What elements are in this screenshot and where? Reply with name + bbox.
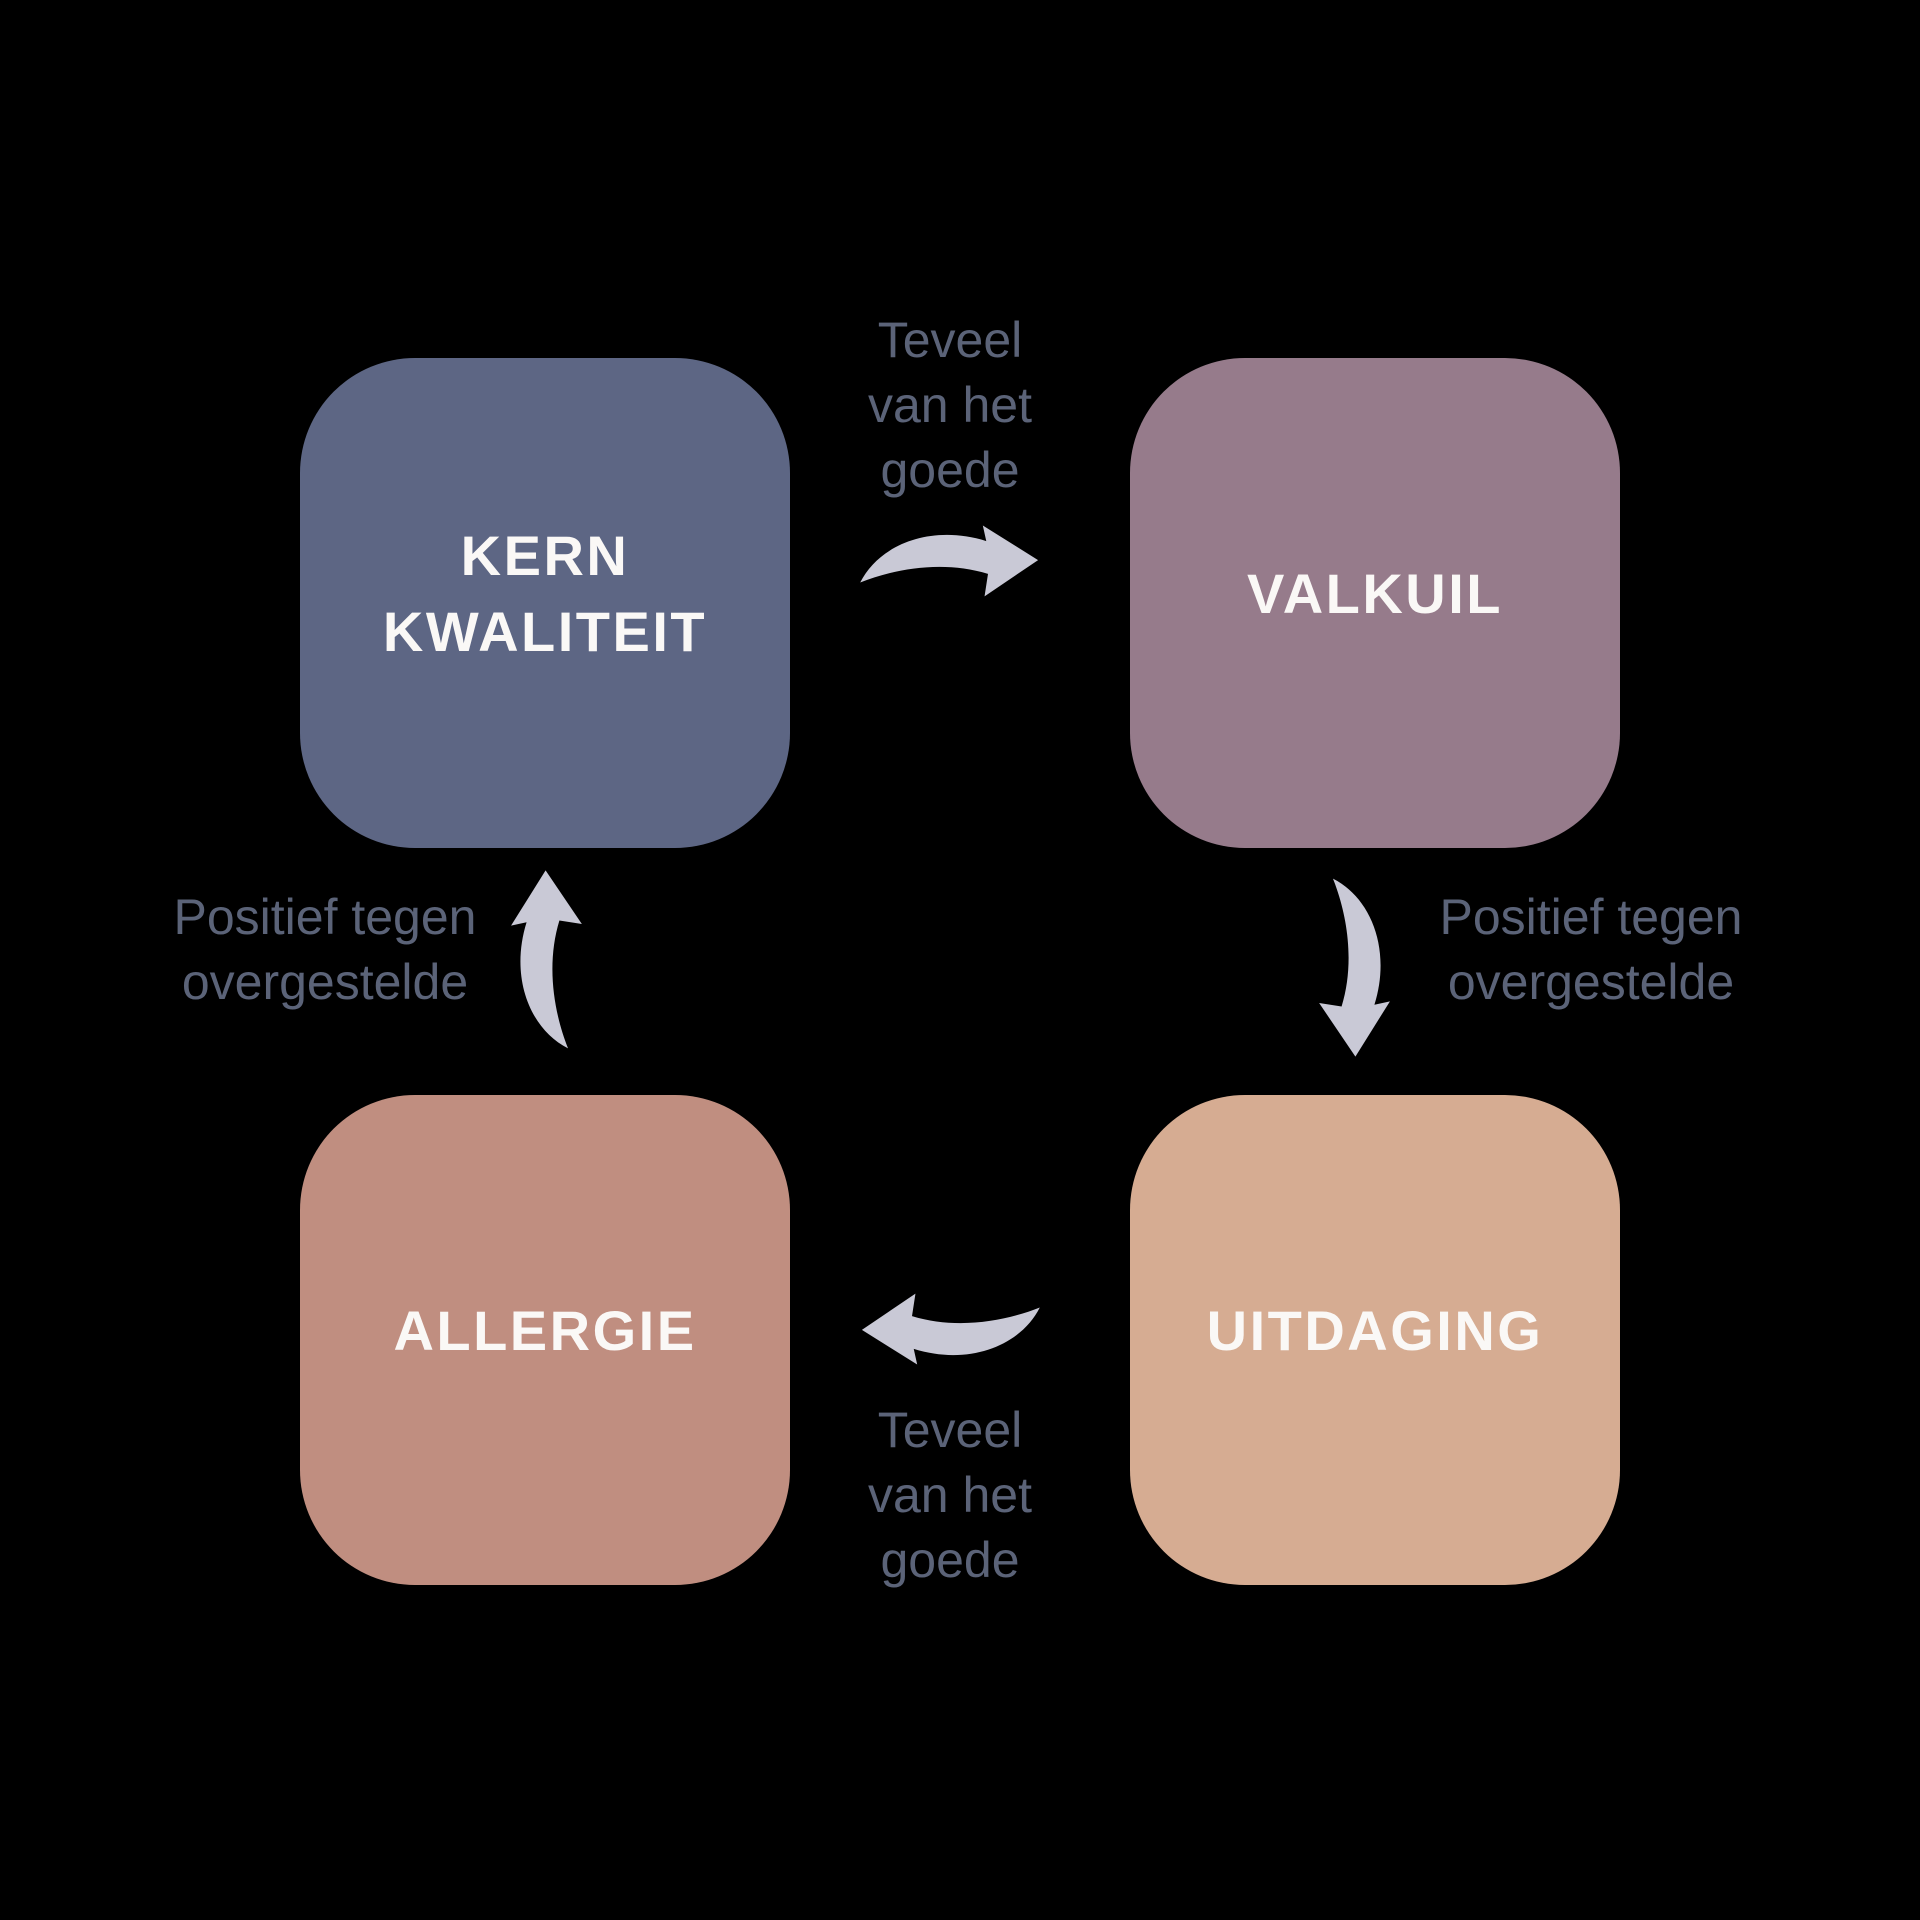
box-label-line: KWALITEIT [382, 600, 708, 663]
connector-label-line: Positief tegen [173, 889, 477, 945]
connector-label-line: Positief tegen [1439, 889, 1743, 945]
box-valkuil: VALKUIL [1130, 358, 1620, 848]
box-kernkwaliteit: KERN KWALITEIT [300, 358, 790, 848]
connector-label-line: goede [880, 442, 1020, 498]
box-label-line: UITDAGING [1206, 1299, 1544, 1363]
connector-label-valkuil-to-uitdaging: Positief tegen overgestelde [1376, 885, 1806, 1015]
curved-arrow-valkuil-to-uitdaging-icon [1319, 878, 1390, 1057]
box-valkuil-label: VALKUIL [1247, 556, 1503, 632]
curved-arrow-allergie-to-kern-icon [511, 870, 582, 1049]
connector-label-line: Teveel [877, 312, 1023, 368]
box-uitdaging: UITDAGING [1130, 1095, 1620, 1585]
box-uitdaging-label: UITDAGING [1207, 1293, 1544, 1369]
connector-label-line: overgestelde [181, 954, 469, 1010]
box-label-line: VALKUIL [1247, 562, 1503, 626]
box-allergie: ALLERGIE [300, 1095, 790, 1585]
connector-label-line: Teveel [877, 1402, 1023, 1458]
connector-label-line: van het [867, 1467, 1032, 1523]
connector-label-line: van het [867, 377, 1032, 433]
box-label-line: KERN [460, 524, 630, 588]
box-allergie-label: ALLERGIE [393, 1293, 696, 1369]
connector-label-line: goede [880, 1532, 1020, 1588]
connector-label-kern-to-valkuil: Teveel van het goede [780, 308, 1120, 503]
connector-label-allergie-to-kern: Positief tegen overgestelde [110, 885, 540, 1015]
box-label-line: ALLERGIE [393, 1299, 697, 1363]
connector-label-line: overgestelde [1447, 954, 1735, 1010]
connector-label-uitdaging-to-allergie: Teveel van het goede [780, 1398, 1120, 1593]
box-kernkwaliteit-label: KERN KWALITEIT [383, 518, 707, 669]
curved-arrow-uitdaging-to-allergie-icon [861, 1293, 1040, 1365]
curved-arrow-kern-to-valkuil-icon [860, 525, 1039, 597]
